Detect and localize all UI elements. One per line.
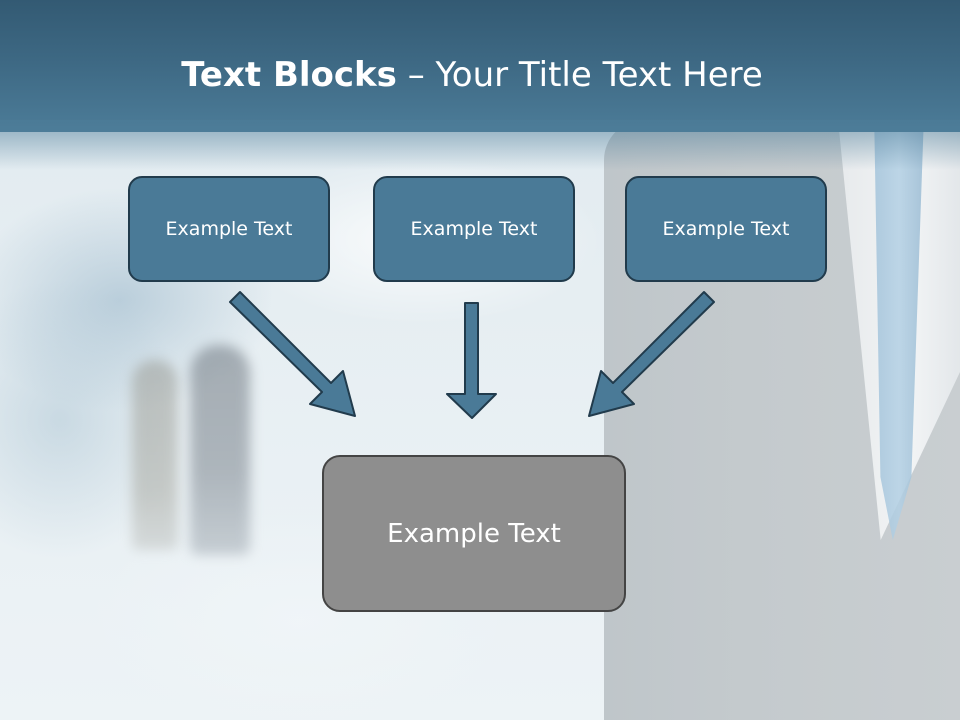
slide-title: Text Blocks – Your Title Text Here <box>0 54 944 96</box>
arrow-left-diagonal <box>229 291 356 417</box>
text-box-label: Example Text <box>410 218 538 240</box>
text-box-top-right[interactable]: Example Text <box>625 176 827 282</box>
title-rest: Your Title Text Here <box>435 55 763 95</box>
text-box-top-left[interactable]: Example Text <box>128 176 330 282</box>
background-person <box>190 345 250 555</box>
text-box-label: Example Text <box>387 518 561 549</box>
text-box-top-center[interactable]: Example Text <box>373 176 575 282</box>
text-box-bottom[interactable]: Example Text <box>322 455 626 612</box>
text-box-label: Example Text <box>165 218 293 240</box>
background-person <box>132 360 178 550</box>
title-dash: – <box>396 55 436 95</box>
arrow-right-diagonal <box>588 291 715 417</box>
arrow-center-down <box>446 302 497 419</box>
title-bold-part: Text Blocks <box>181 55 397 95</box>
header-fade <box>0 120 960 170</box>
header-band <box>0 0 960 132</box>
text-box-label: Example Text <box>662 218 790 240</box>
